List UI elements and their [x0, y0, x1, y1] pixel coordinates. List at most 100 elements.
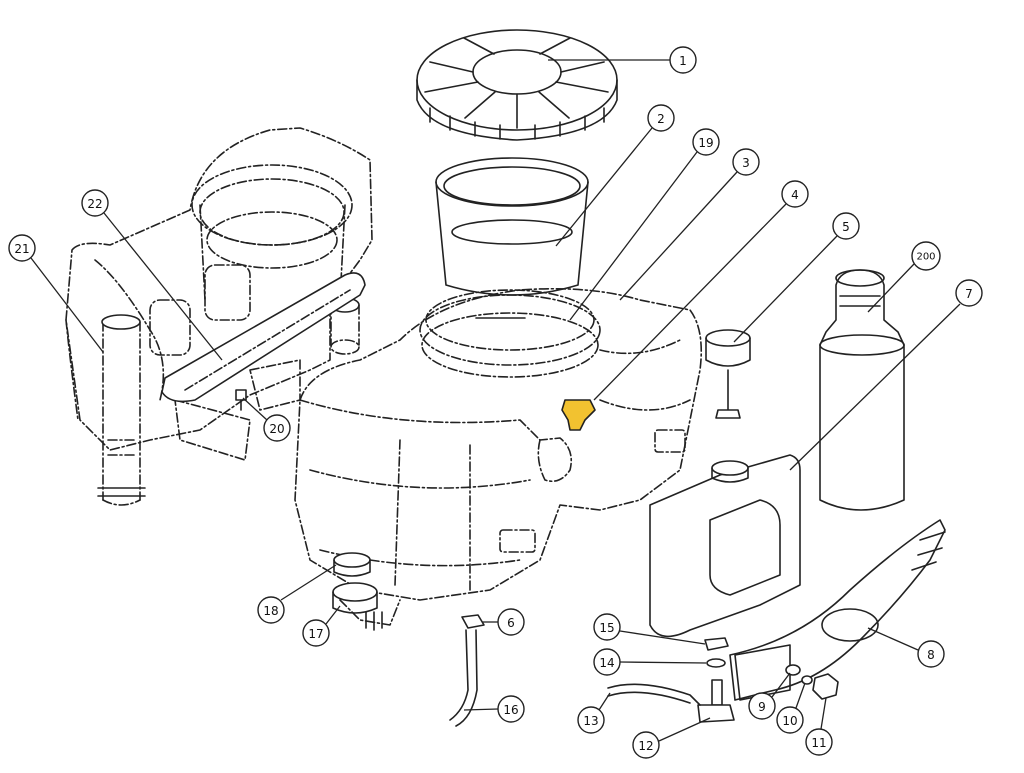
callout-leader-line: [619, 661, 707, 664]
callout-number: 20: [269, 422, 284, 436]
callout-14: 14: [593, 648, 707, 676]
callout-circle: [81, 189, 109, 217]
callout-circle: [497, 608, 525, 636]
callout-circle: [593, 613, 621, 641]
callout-circle: [805, 728, 833, 756]
part-10-washer: [801, 675, 813, 685]
callout-13: 13: [577, 692, 611, 734]
callout-circle: [647, 104, 675, 132]
callout-leader-line: [789, 303, 961, 471]
callout-leader-line: [103, 212, 223, 361]
callout-22: 22: [81, 189, 223, 361]
callout-number: 4: [791, 188, 799, 202]
part-18-drain-cap: [333, 552, 371, 577]
callout-circle: [577, 706, 605, 734]
callout-circle: [776, 706, 804, 734]
callout-number: 19: [698, 136, 713, 150]
callout-number: 18: [263, 604, 278, 618]
callout-circle: [917, 640, 945, 668]
callout-9: 9: [748, 672, 791, 720]
part-1-lid: [416, 29, 618, 141]
part-9-washer: [785, 664, 801, 676]
callout-leader-line: [820, 697, 827, 730]
callout-leader-line: [30, 257, 104, 353]
callout-19: 19: [569, 128, 720, 321]
callout-leader-line: [569, 151, 698, 321]
callout-leader-line: [598, 692, 611, 711]
callout-circle: [955, 279, 983, 307]
callout-circle: [8, 234, 36, 262]
callout-10: 10: [776, 682, 806, 734]
callout-leader-line: [867, 627, 919, 651]
callout-number: 9: [758, 700, 766, 714]
callout-6: 6: [482, 608, 525, 636]
callout-circle: [497, 695, 525, 723]
callout-circle: [257, 596, 285, 624]
callout-number: 13: [583, 714, 598, 728]
callout-number: 5: [842, 220, 850, 234]
callout-circle: [692, 128, 720, 156]
callout-circle: [732, 148, 760, 176]
callout-20: 20: [242, 397, 291, 442]
callout-8: 8: [867, 627, 945, 668]
part-2-filter-cup: [435, 157, 589, 296]
callout-number: 8: [927, 648, 935, 662]
part-200-bottle: [819, 269, 905, 511]
part-15-nut: [704, 637, 729, 651]
part-11-nut: [812, 673, 839, 700]
main-tank: [294, 287, 703, 631]
callout-number: 22: [87, 197, 102, 211]
callout-2: 2: [555, 104, 675, 247]
part-13-hose: [607, 683, 701, 706]
callout-number: 11: [811, 736, 826, 750]
callout-16: 16: [463, 695, 525, 723]
callout-circle: [748, 692, 776, 720]
part-22-arm: [161, 272, 366, 403]
callout-circle: [302, 619, 330, 647]
callout-number: 200: [916, 252, 935, 263]
callout-number: 14: [599, 656, 614, 670]
callout-circle: [593, 648, 621, 676]
callout-leader-line: [325, 605, 341, 625]
callout-leader-line: [593, 203, 787, 401]
callout-leader-line: [733, 235, 838, 343]
callout-5: 5: [733, 212, 860, 343]
callout-leader-line: [619, 630, 706, 645]
part-8-blade: [729, 519, 946, 701]
part-17-drain-base: [332, 582, 378, 614]
callout-circle: [832, 212, 860, 240]
callout-11: 11: [805, 697, 833, 756]
callout-leader-line: [280, 564, 337, 601]
callout-number: 17: [308, 627, 323, 641]
part-14-washer: [706, 658, 726, 668]
callout-4: 4: [593, 180, 809, 401]
callout-number: 2: [657, 112, 665, 126]
callout-21: 21: [8, 234, 104, 353]
callout-1: 1: [548, 46, 697, 74]
callout-leader-line: [795, 682, 806, 709]
part-12-fuel-tap: [697, 679, 735, 723]
callout-number: 1: [679, 54, 687, 68]
callout-leader-line: [555, 127, 653, 247]
part-4-fitting-highlight: [561, 399, 596, 431]
callout-number: 6: [507, 616, 515, 630]
callout-leader-line: [242, 397, 268, 421]
callout-circle: [911, 241, 941, 271]
part-16-tube: [449, 629, 478, 727]
callout-leader-line: [771, 672, 791, 698]
callout-number: 10: [782, 714, 797, 728]
callout-17: 17: [302, 605, 341, 647]
callout-15: 15: [593, 613, 706, 645]
callout-leader-line: [619, 171, 738, 301]
callout-3: 3: [619, 148, 760, 301]
part-7-fuel-can: [649, 454, 801, 638]
callout-number: 12: [638, 739, 653, 753]
callout-leader-line: [463, 708, 499, 711]
callout-number: 7: [965, 287, 973, 301]
callout-number: 3: [742, 156, 750, 170]
callout-12: 12: [632, 717, 711, 759]
callout-circle: [669, 46, 697, 74]
callout-number: 15: [599, 621, 614, 635]
left-housing: [65, 127, 373, 461]
